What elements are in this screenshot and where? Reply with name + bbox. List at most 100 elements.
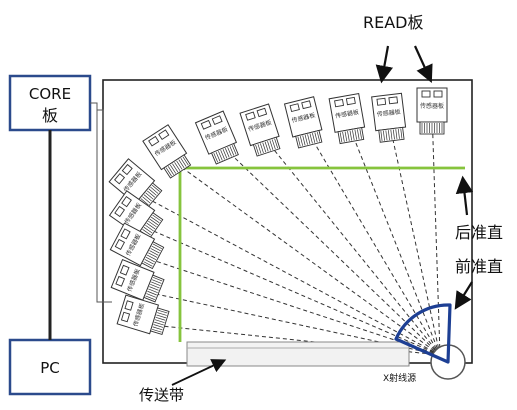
sensor-board-pin <box>150 186 159 194</box>
sensor-board-pin <box>380 131 383 142</box>
sensor-board-pin <box>342 131 345 142</box>
sensor-board-pin <box>357 129 360 140</box>
sensor-board-pin <box>174 162 181 171</box>
sensor-board-pin <box>304 134 308 145</box>
sensor-board-pin <box>180 158 187 167</box>
sensor-board-pin <box>150 216 160 224</box>
sensor-board-chip <box>245 111 256 121</box>
sensor-board-pin <box>271 139 276 150</box>
sensor-board-pin <box>148 220 157 228</box>
sensor-board-pin <box>155 316 166 321</box>
sensor-board-pin <box>297 136 301 147</box>
sensor-board-pin <box>352 130 355 141</box>
sensor-board-chip <box>148 135 160 147</box>
sensor-board-pin <box>302 135 306 146</box>
sensor-board-pin <box>152 279 162 284</box>
sensor-board-pin <box>267 140 271 151</box>
beam-line <box>127 251 441 356</box>
sensor-board-pin <box>149 250 159 256</box>
sensor-board-pin <box>151 281 161 287</box>
sensor-board-pin <box>147 190 156 198</box>
sensor-board: 传感器板 <box>416 87 448 135</box>
sensor-board-pin <box>269 140 274 150</box>
beam-line <box>127 187 441 356</box>
core-board-label-line2: 板 <box>42 106 58 125</box>
sensor-board-pin <box>400 128 403 139</box>
sensor-board-pin <box>152 326 163 331</box>
sensor-board-pin <box>147 290 157 296</box>
beam-line <box>161 152 441 356</box>
beam-line <box>213 137 441 356</box>
sensor-board-pin <box>151 328 162 333</box>
sensor-board-pin <box>146 222 156 230</box>
pc-label: PC <box>40 359 60 377</box>
sensor-board-chip <box>289 103 300 113</box>
sensor-board-pin <box>150 283 160 289</box>
conveyor-label: 传送带 <box>139 386 184 404</box>
sensor-board: 传感器板 <box>116 294 170 335</box>
sensor-board: 传感器板 <box>108 190 164 240</box>
beam-line <box>127 219 441 356</box>
beam-line <box>301 121 441 356</box>
sensor-board-chip <box>388 96 399 105</box>
sensor-boards: 传感器板传感器板传感器板传感器板传感器板传感器板传感器板传感器板传感器板传感器板… <box>108 87 448 335</box>
sensor-board-pin <box>299 136 304 146</box>
sensor-board: 传感器板 <box>142 124 192 179</box>
sensor-board-chip <box>114 173 126 185</box>
sensor-board-chip <box>115 275 126 287</box>
sensor-board-pin <box>312 133 316 143</box>
sensor-board-pin <box>142 229 151 236</box>
sensor-board-pin <box>339 132 343 143</box>
sensor-board-pin <box>143 261 153 267</box>
sensor-board-pin <box>229 146 235 156</box>
sensor-board-pin <box>172 163 179 173</box>
sensor-board-pin <box>344 131 348 142</box>
sensor-board-chip <box>334 98 345 108</box>
sensor-board-pin <box>145 256 155 263</box>
sensor-board: 传感器板 <box>371 92 407 143</box>
sensor-board-pin <box>359 128 362 139</box>
sensor-board-pin <box>395 129 398 140</box>
sensor-board-pin <box>213 152 219 163</box>
sensor-board-pin <box>148 288 158 294</box>
sensor-board-chip <box>120 311 131 323</box>
sensor-board-pin <box>224 148 230 158</box>
sensor-board-chip <box>256 107 268 118</box>
sensor-board: 传感器板 <box>110 258 165 303</box>
sensor-board: 传感器板 <box>283 96 323 149</box>
sensor-board-pin <box>154 319 165 323</box>
sensor-board-chip <box>114 205 126 218</box>
sensor-board-pin <box>220 150 225 160</box>
sensor-board-chip <box>433 90 443 98</box>
sensor-board-pin <box>153 324 164 328</box>
sensor-board-pin <box>150 248 160 254</box>
sensor-board-chip <box>200 119 212 130</box>
sensor-board-pin <box>354 129 357 140</box>
sensor-board-pin <box>151 245 161 252</box>
read-board-arrow-1 <box>375 45 394 84</box>
sensor-board-pin <box>347 131 350 141</box>
sensor-board-chip <box>119 264 130 276</box>
sensor-board-pin <box>165 167 172 177</box>
sensor-board-chip <box>301 100 312 110</box>
sensor-board-pin <box>152 214 161 222</box>
sensor-board-pin <box>385 130 388 141</box>
sensor-board-pin <box>262 142 267 153</box>
sensor-board-chip <box>120 228 131 240</box>
sensor-board-pin <box>152 243 162 249</box>
sensor-board-pin <box>156 314 167 319</box>
beam-line <box>345 117 441 356</box>
front-collimator-arrow <box>454 281 473 310</box>
conveyor-arrow <box>171 359 227 386</box>
core-board-wiring-top <box>97 109 104 130</box>
sensor-board-pin <box>167 166 174 175</box>
sensor-board-pin <box>143 227 153 234</box>
sensor-board-label: 传感器板 <box>420 102 444 110</box>
sensor-board-pin <box>146 254 157 261</box>
sensor-board-pin <box>142 196 151 204</box>
sensor-board: 传感器板 <box>194 110 239 165</box>
sensor-board-pin <box>149 218 159 226</box>
sensor-board-pin <box>255 144 260 155</box>
rear-collimator <box>178 166 465 342</box>
